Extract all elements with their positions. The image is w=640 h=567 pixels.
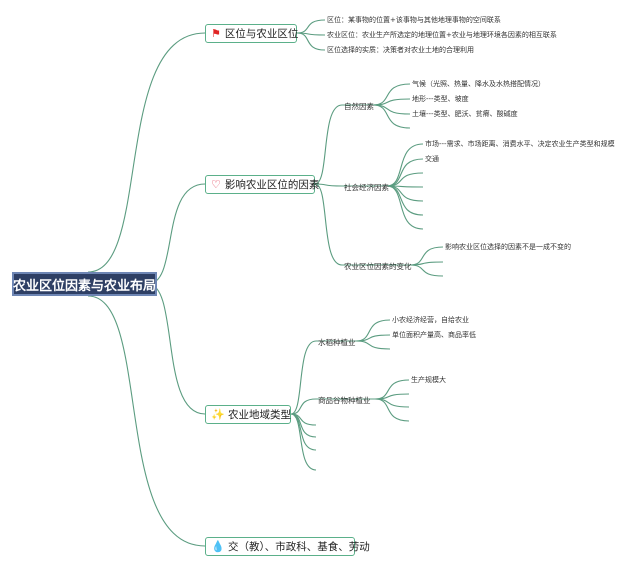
sub-rice-farming[interactable]: 水稻种植业	[318, 338, 356, 347]
sub-factor-change[interactable]: 农业区位因素的变化	[344, 262, 412, 271]
branch-misc-label: 交（教）、市政科、基食、劳动	[228, 541, 370, 553]
connector-line-0	[87, 32, 206, 273]
connector-line-9	[314, 183, 343, 266]
branch-factors-label: 影响农业区位的因素	[224, 179, 320, 191]
flag-icon: ⚑	[211, 27, 221, 40]
connector-line-38	[374, 379, 410, 400]
heart-icon: ♡	[211, 178, 221, 191]
leaf-soil: 土壤---类型、肥沃、贫瘠、酸碱度	[412, 110, 518, 118]
connector-line-28	[290, 398, 317, 415]
leaf-location-def: 区位：某事物的位置+该事物与其他地理事物的空间联系	[327, 16, 501, 24]
leaf-transport: 交通	[425, 155, 439, 163]
connector-line-27	[290, 340, 317, 415]
sub-social-factors[interactable]: 社会经济因素	[344, 183, 389, 192]
connector-line-17	[386, 143, 424, 187]
branch-location-node[interactable]: ⚑ 区位与农业区位	[205, 24, 299, 43]
leaf-high-yield: 单位面积产量高、商品率低	[392, 331, 476, 339]
connector-line-25	[409, 261, 444, 266]
connector-line-7	[314, 104, 343, 185]
connector-line-39	[374, 393, 410, 400]
leaf-market: 市场---需求、市场距离、消费水平、决定农业生产类型和规模	[425, 140, 615, 148]
connector-line-4	[296, 19, 326, 34]
connector-line-37	[355, 340, 391, 350]
connector-line-1	[147, 183, 206, 285]
connector-line-31	[290, 413, 317, 451]
leaf-not-constant: 影响农业区位选择的因素不是一成不变的	[445, 243, 571, 251]
sparkle-icon: ✨	[211, 408, 225, 421]
connector-line-18	[386, 158, 424, 187]
connector-line-23	[386, 185, 424, 230]
connector-line-8	[314, 183, 343, 187]
root-node[interactable]: 农业区位因素与农业布局	[12, 272, 157, 296]
branch-types-label: 农业地域类型	[228, 409, 291, 421]
connector-line-26	[409, 264, 444, 277]
connector-line-3	[87, 295, 206, 547]
connector-line-13	[372, 83, 411, 106]
connector-line-30	[290, 413, 317, 438]
connector-line-41	[374, 398, 410, 422]
sub-natural-factors[interactable]: 自然因素	[344, 102, 374, 111]
leaf-small-farm: 小农经济经营，自给农业	[392, 316, 469, 324]
branch-location-label: 区位与农业区位	[224, 28, 299, 40]
root-label: 农业区位因素与农业布局	[13, 278, 157, 294]
flame-icon: 💧	[211, 540, 225, 553]
branch-misc-node[interactable]: 💧 交（教）、市政科、基食、劳动	[205, 537, 370, 556]
connector-line-32	[290, 413, 317, 471]
branch-factors-node[interactable]: ♡ 影响农业区位的因素	[205, 175, 319, 194]
connector-line-2	[147, 283, 206, 415]
sub-commercial-grain[interactable]: 商品谷物种植业	[318, 396, 371, 405]
leaf-large-scale: 生产规模大	[411, 376, 446, 384]
connector-line-6	[296, 32, 326, 51]
leaf-climate: 气候（光照、热量、降水及水热搭配情况）	[412, 80, 545, 88]
connector-line-35	[355, 319, 391, 342]
leaf-location-essence: 区位选择的实质：决策者对农业土地的合理利用	[327, 46, 474, 54]
leaf-terrain: 地形---类型、坡度	[412, 95, 469, 103]
leaf-agri-location-def: 农业区位：农业生产所选定的地理位置+农业与地理环境各因素的相互联系	[327, 31, 557, 39]
branch-types-node[interactable]: ✨ 农业地域类型	[205, 405, 291, 424]
connector-line-16	[372, 104, 411, 129]
connector-line-21	[386, 185, 424, 202]
